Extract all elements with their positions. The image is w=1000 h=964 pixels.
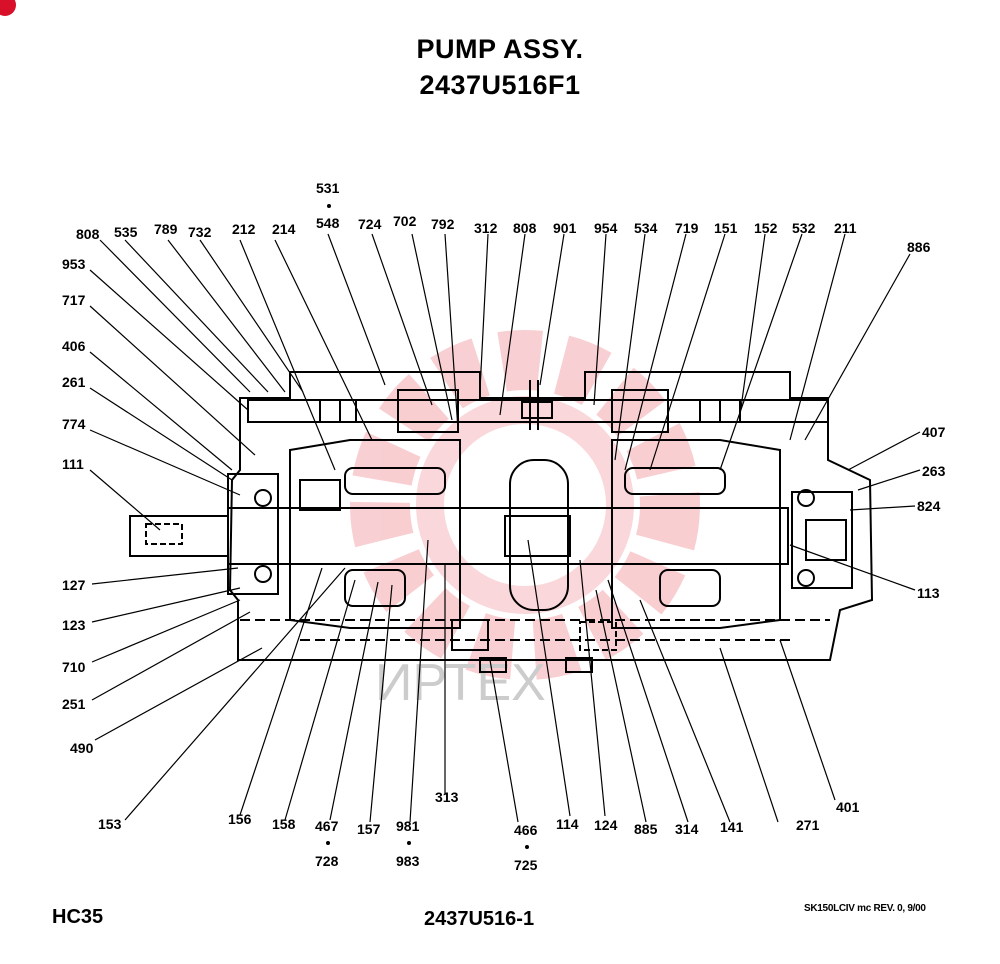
part-label-531: 531 — [316, 180, 340, 196]
part-label-214: 214 — [272, 221, 296, 237]
part-label-314: 314 — [675, 821, 699, 837]
part-labels: 531 548 808 535 789 732 212 214 724 702 … — [62, 180, 946, 873]
part-label-141: 141 — [720, 819, 744, 835]
bullet-icon — [525, 845, 529, 849]
bullet-icon — [327, 204, 331, 208]
part-label-251: 251 — [62, 696, 86, 712]
part-label-532: 532 — [792, 220, 816, 236]
part-label-953: 953 — [62, 256, 86, 272]
part-label-407: 407 — [922, 424, 946, 440]
part-label-263: 263 — [922, 463, 946, 479]
part-label-702: 702 — [393, 213, 417, 229]
part-label-114: 114 — [556, 816, 579, 832]
part-label-152: 152 — [754, 220, 778, 236]
part-label-467: 467 — [315, 818, 339, 834]
part-label-153: 153 — [98, 816, 122, 832]
part-label-886: 886 — [907, 239, 931, 255]
part-label-774: 774 — [62, 416, 86, 432]
corner-badge-icon — [0, 0, 16, 16]
bullet-icon — [407, 841, 411, 845]
bullet-icon — [326, 841, 330, 845]
watermark-text: ИРТЕХ — [375, 654, 546, 712]
part-label-212: 212 — [232, 221, 256, 237]
part-label-548: 548 — [316, 215, 340, 231]
part-label-983: 983 — [396, 853, 420, 869]
part-label-490: 490 — [70, 740, 94, 756]
part-label-954: 954 — [594, 220, 618, 236]
part-label-981: 981 — [396, 818, 420, 834]
part-label-728: 728 — [315, 853, 339, 869]
revision-note: SK150LCIV mc REV. 0, 9/00 — [804, 903, 926, 914]
part-label-401: 401 — [836, 799, 860, 815]
leader-lines — [89, 233, 921, 823]
drawing-number: 2437U516-1 — [424, 908, 535, 930]
part-label-789: 789 — [154, 221, 178, 237]
part-label-111: 111 — [62, 456, 84, 472]
part-label-124: 124 — [594, 817, 618, 833]
part-label-158: 158 — [272, 816, 296, 832]
part-label-261: 261 — [62, 374, 86, 390]
part-label-156: 156 — [228, 811, 252, 827]
part-label-127: 127 — [62, 577, 86, 593]
part-label-885: 885 — [634, 821, 658, 837]
watermark-gear-icon — [350, 330, 700, 680]
part-label-113: 113 — [917, 585, 940, 601]
part-label-724: 724 — [358, 216, 382, 232]
part-label-717: 717 — [62, 292, 86, 308]
part-label-719: 719 — [675, 220, 699, 236]
part-label-808: 808 — [76, 226, 100, 242]
part-label-710: 710 — [62, 659, 86, 675]
part-label-406: 406 — [62, 338, 86, 354]
part-number-title: 2437U516F1 — [419, 70, 581, 100]
part-label-211: 211 — [834, 220, 857, 236]
part-label-123: 123 — [62, 617, 86, 633]
part-label-535: 535 — [114, 224, 138, 240]
part-label-732: 732 — [188, 224, 212, 240]
part-label-151: 151 — [714, 220, 738, 236]
part-label-157: 157 — [357, 821, 381, 837]
part-label-466: 466 — [514, 822, 538, 838]
part-label-808-b: 808 — [513, 220, 537, 236]
part-label-312: 312 — [474, 220, 498, 236]
part-label-534: 534 — [634, 220, 658, 236]
part-label-824: 824 — [917, 498, 941, 514]
page-title: PUMP ASSY. — [416, 34, 584, 64]
part-label-901: 901 — [553, 220, 577, 236]
part-label-271: 271 — [796, 817, 820, 833]
part-label-725: 725 — [514, 857, 538, 873]
part-label-792: 792 — [431, 216, 455, 232]
part-label-313: 313 — [435, 789, 459, 805]
model-code: HC35 — [52, 906, 104, 928]
